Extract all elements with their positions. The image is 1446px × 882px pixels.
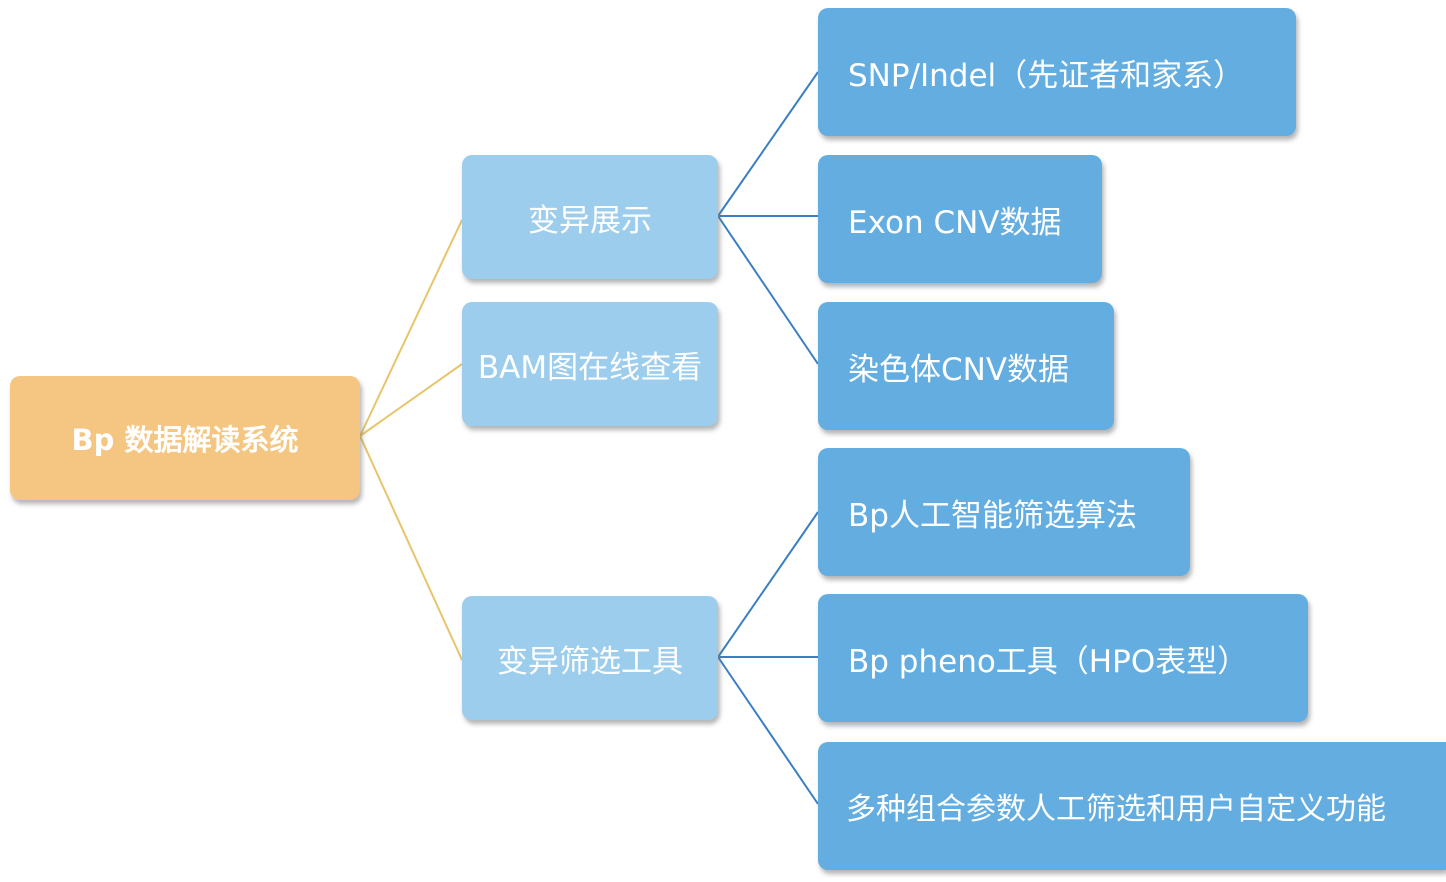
leaf-node-pheno-tool: Bp pheno工具（HPO表型）	[818, 594, 1308, 722]
connector-branch1-leaf-3	[717, 215, 819, 365]
leaf-node-snp-indel: SNP/Indel（先证者和家系）	[818, 8, 1296, 136]
connector-root-branch-1	[359, 219, 463, 437]
branch-node-bam-viewer: BAM图在线查看	[462, 302, 718, 426]
connector-branch3-leaf-1	[717, 511, 819, 658]
leaf-label: Exon CNV数据	[848, 204, 1062, 241]
connector-root-branch-2	[359, 363, 463, 437]
root-label: Bp 数据解读系统	[71, 423, 299, 457]
leaf-node-chromosome-cnv: 染色体CNV数据	[818, 302, 1114, 430]
leaf-node-exon-cnv: Exon CNV数据	[818, 155, 1102, 283]
leaf-label: Bp人工智能筛选算法	[848, 497, 1137, 534]
branch-node-variant-display: 变异展示	[462, 155, 718, 279]
connector-branch1-leaf-1	[717, 71, 819, 217]
leaf-label: 多种组合参数人工筛选和用户自定义功能	[846, 792, 1386, 827]
leaf-node-custom-filter: 多种组合参数人工筛选和用户自定义功能	[818, 742, 1446, 870]
connector-branch3-leaf-3	[717, 656, 819, 805]
branch-label: 变异展示	[528, 202, 652, 239]
connector-root-branch-3	[359, 435, 463, 661]
branch-label: BAM图在线查看	[477, 349, 703, 386]
leaf-label: 染色体CNV数据	[848, 351, 1070, 388]
branch-node-filter-tools: 变异筛选工具	[462, 596, 718, 720]
leaf-label: Bp pheno工具（HPO表型）	[848, 643, 1249, 680]
leaf-label: SNP/Indel（先证者和家系）	[848, 57, 1245, 94]
root-node: Bp 数据解读系统	[10, 376, 360, 500]
branch-label: 变异筛选工具	[497, 643, 683, 680]
leaf-node-ai-filter: Bp人工智能筛选算法	[818, 448, 1190, 576]
